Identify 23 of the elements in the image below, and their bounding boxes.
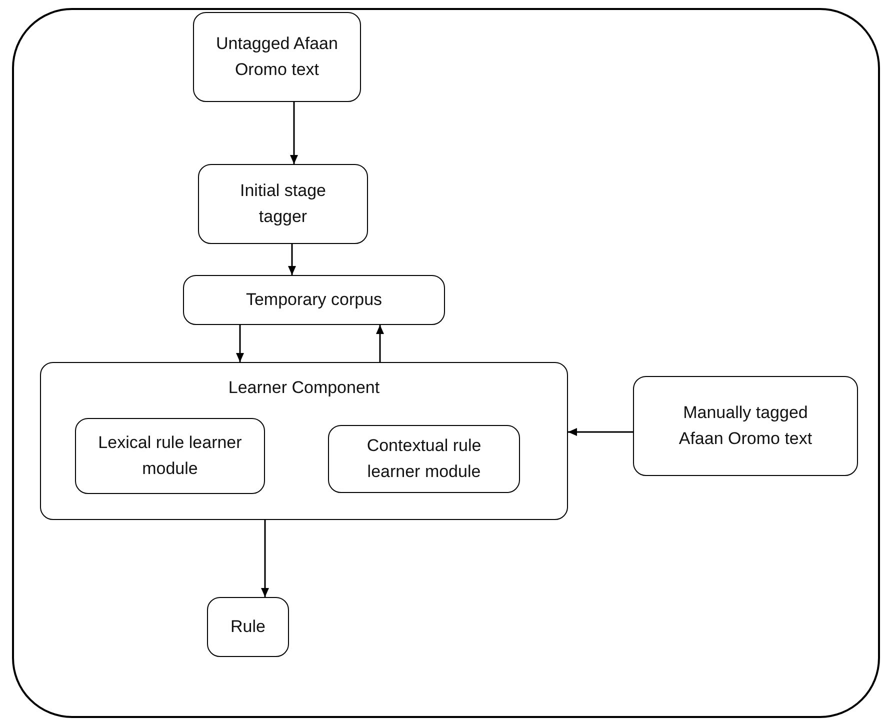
arrow xyxy=(261,520,269,597)
process-box xyxy=(40,362,568,520)
arrow xyxy=(288,244,296,275)
process-box xyxy=(75,418,265,494)
box-label: Lexical rule learner module xyxy=(97,432,243,480)
box-label: Contextual rule learner module xyxy=(366,434,482,483)
process-box xyxy=(193,12,361,102)
box-label: Learner Component xyxy=(228,377,380,399)
process-box xyxy=(183,275,445,325)
arrow xyxy=(290,102,298,164)
process-box xyxy=(328,425,520,493)
box-label: Manually tagged Afaan Oromo text xyxy=(678,402,814,450)
box-label: Rule xyxy=(230,616,266,638)
box-label: Untagged Afaan Oromo text xyxy=(215,32,339,81)
arrow xyxy=(568,428,633,436)
arrow xyxy=(236,325,244,362)
process-box xyxy=(198,164,368,244)
process-box xyxy=(207,597,289,657)
frame-box xyxy=(12,8,880,718)
box-label: Initial stage tagger xyxy=(239,180,327,228)
arrow xyxy=(376,325,384,362)
process-box xyxy=(633,376,858,476)
box-label: Temporary corpus xyxy=(246,288,382,311)
